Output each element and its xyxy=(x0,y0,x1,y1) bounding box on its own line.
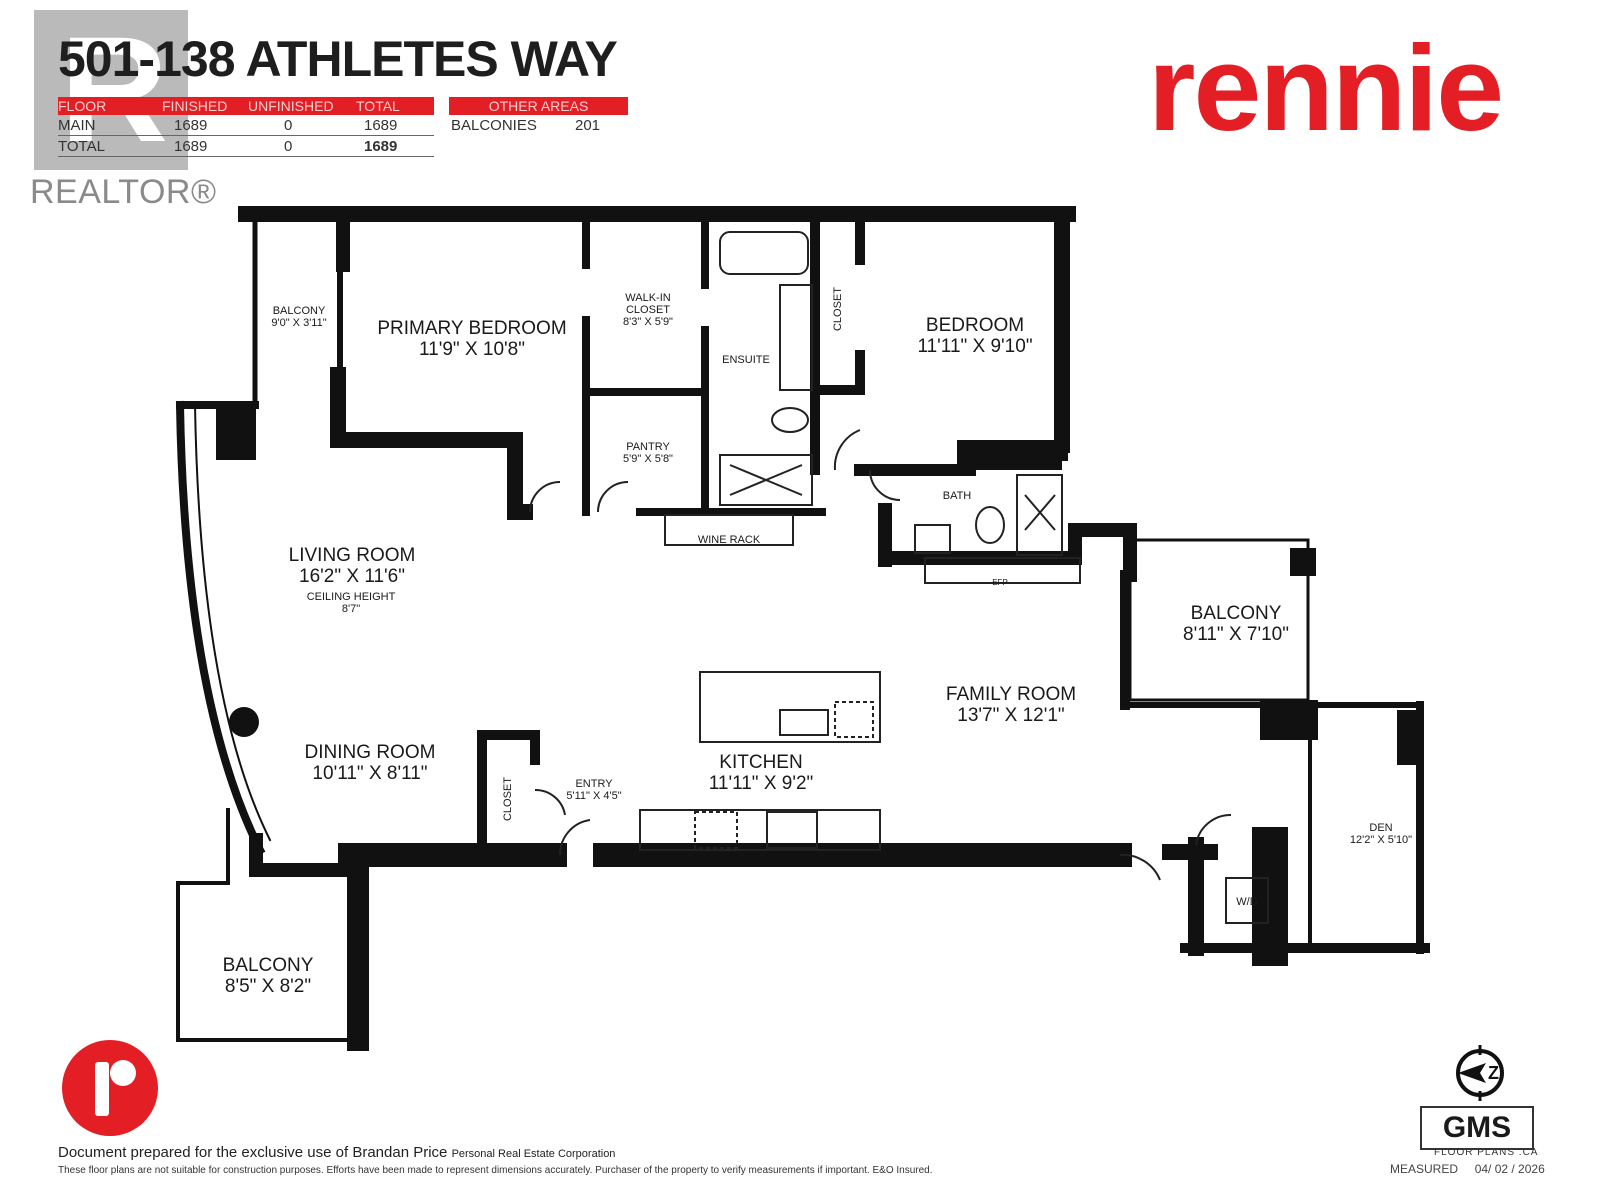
cell-finished: 1689 xyxy=(174,117,208,134)
shower-bath xyxy=(1016,474,1063,556)
column-east xyxy=(1260,700,1318,740)
prepared-for-text: Document prepared for the exclusive use … xyxy=(58,1144,616,1161)
table-row: TOTAL 1689 0 1689 xyxy=(58,136,434,157)
property-address: 501-138 ATHLETES WAY xyxy=(58,31,618,87)
disclaimer-text: These floor plans are not suitable for c… xyxy=(58,1165,933,1176)
realtor-watermark-letter: R xyxy=(60,5,169,173)
entry-closet-wall xyxy=(477,730,540,850)
other-areas-header: OTHER AREAS xyxy=(449,97,628,115)
cell-floor: MAIN xyxy=(58,117,96,134)
col-finished: FINISHED xyxy=(162,98,228,114)
column-bath xyxy=(957,440,1062,470)
column-balcony-e xyxy=(1290,548,1316,576)
room-ensuite: ENSUITE xyxy=(722,354,770,366)
curved-window-inner xyxy=(193,403,272,842)
washer-dryer xyxy=(1225,877,1269,924)
door-swing-primary xyxy=(529,481,561,513)
col-total: TOTAL xyxy=(356,98,400,114)
realtor-watermark-text: REALTOR® xyxy=(30,173,217,211)
toilet-ensuite xyxy=(771,407,809,433)
shower-ensuite xyxy=(719,454,813,506)
room-bath: BATH xyxy=(942,490,972,502)
measured-date: MEASURED 04/ 02 / 2026 xyxy=(1390,1162,1545,1176)
vanity-ensuite xyxy=(779,284,813,391)
cell-value: 201 xyxy=(575,117,601,134)
primary-bedroom-wall xyxy=(330,367,533,520)
cell-finished: 1689 xyxy=(174,138,208,155)
fridge-outline xyxy=(694,811,738,849)
door-swing-den xyxy=(1119,853,1161,881)
label-wd: W/D xyxy=(1236,896,1258,908)
realtor-watermark-box xyxy=(34,10,188,170)
column-den xyxy=(1397,710,1423,765)
cell-name: BALCONIES xyxy=(451,117,537,134)
area-table-header: FLOOR FINISHED UNFINISHED TOTAL xyxy=(58,97,434,115)
toilet-bath xyxy=(975,506,1005,544)
col-unfinished: UNFINISHED xyxy=(248,98,334,114)
curved-window-wall xyxy=(175,400,266,856)
cell-total: 1689 xyxy=(364,117,398,134)
door-swing-wd xyxy=(1195,813,1232,846)
col-floor: FLOOR xyxy=(58,98,107,114)
door-swing-ensuite xyxy=(833,429,861,471)
wine-rack xyxy=(664,514,794,546)
gms-logo: GMS xyxy=(1420,1106,1534,1150)
cell-floor: TOTAL xyxy=(58,138,105,155)
island-sink xyxy=(779,709,829,736)
column-nw xyxy=(216,405,256,460)
kitchen-island xyxy=(699,671,881,743)
table-row: MAIN 1689 0 1689 xyxy=(58,115,434,136)
cell-unfinished: 0 xyxy=(284,117,293,134)
shower-x2 xyxy=(729,464,803,496)
area-table: FLOOR FINISHED UNFINISHED TOTAL MAIN 168… xyxy=(58,97,434,157)
door-swing-bath xyxy=(869,469,901,501)
cell-total: 1689 xyxy=(364,138,398,155)
efp-unit xyxy=(924,557,1081,584)
balcony-sw-frame xyxy=(176,808,362,1042)
rennie-logo: rennie xyxy=(1148,20,1504,156)
sink-bath xyxy=(914,524,951,554)
compass-icon: Z xyxy=(1456,1045,1504,1101)
room-closet-entry: CLOSET xyxy=(502,776,514,822)
label-efp: EFP xyxy=(992,578,1008,587)
column-round xyxy=(229,707,259,737)
cell-unfinished: 0 xyxy=(284,138,293,155)
svg-text:Z: Z xyxy=(1488,1063,1499,1083)
other-areas-table: OTHER AREAS BALCONIES 201 xyxy=(449,97,628,135)
label-wine-rack: WINE RACK xyxy=(697,534,761,546)
room-closet-bedroom: CLOSET xyxy=(832,286,844,332)
dishwasher xyxy=(834,701,874,738)
rennie-r-logo xyxy=(62,1040,158,1136)
bathtub xyxy=(719,231,809,275)
kitchen-counter xyxy=(639,809,881,851)
door-swing-entry xyxy=(558,819,591,856)
table-row: BALCONIES 201 xyxy=(449,115,628,135)
cooktop xyxy=(766,811,818,849)
door-swing-pantry xyxy=(597,481,629,513)
shower-bath-x2 xyxy=(1024,494,1056,531)
door-swing-closet xyxy=(534,788,566,816)
gms-subtitle: FLOOR PLANS .CA xyxy=(1434,1147,1539,1158)
